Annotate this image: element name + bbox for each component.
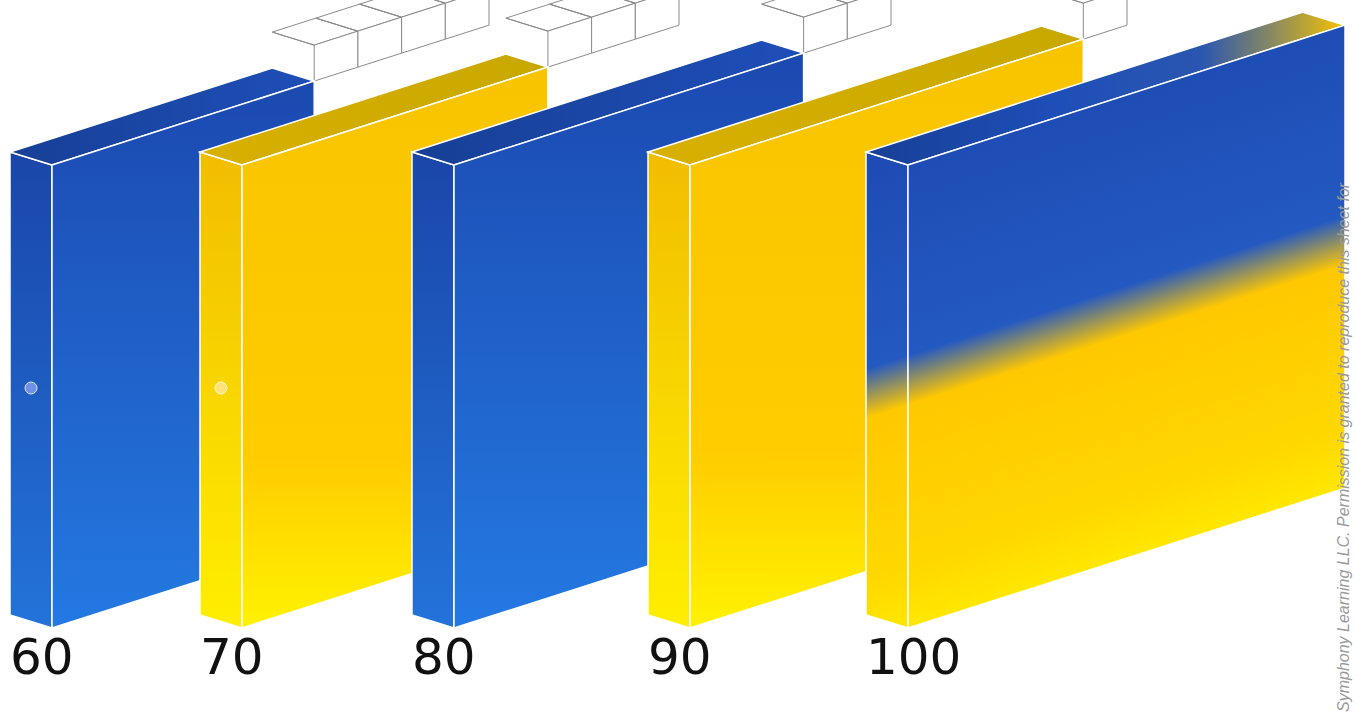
- empty-cube-outline: [403, 0, 489, 39]
- number-label: 90: [648, 632, 712, 682]
- number-label: 80: [412, 632, 476, 682]
- copyright-watermark: Symphony Learning LLC. Permission is gra…: [1336, 183, 1352, 712]
- ten-flat-slab: [866, 12, 1345, 628]
- empty-cube-outline: [805, 0, 891, 39]
- slab-side: [866, 152, 908, 628]
- empty-cube-outline: [593, 0, 679, 39]
- empty-cube-outline: [550, 0, 636, 53]
- slab-dot: [215, 382, 227, 394]
- slab-side: [200, 152, 242, 628]
- number-label: 60: [10, 632, 74, 682]
- number-label: 100: [866, 632, 961, 682]
- slab-dot: [25, 382, 37, 394]
- slab-side: [10, 152, 52, 628]
- slab-front: [908, 25, 1345, 628]
- number-label: 70: [200, 632, 264, 682]
- empty-cube-outline: [360, 0, 446, 53]
- empty-cube-outline: [316, 4, 402, 67]
- slab-side: [412, 152, 454, 628]
- slab-side: [648, 152, 690, 628]
